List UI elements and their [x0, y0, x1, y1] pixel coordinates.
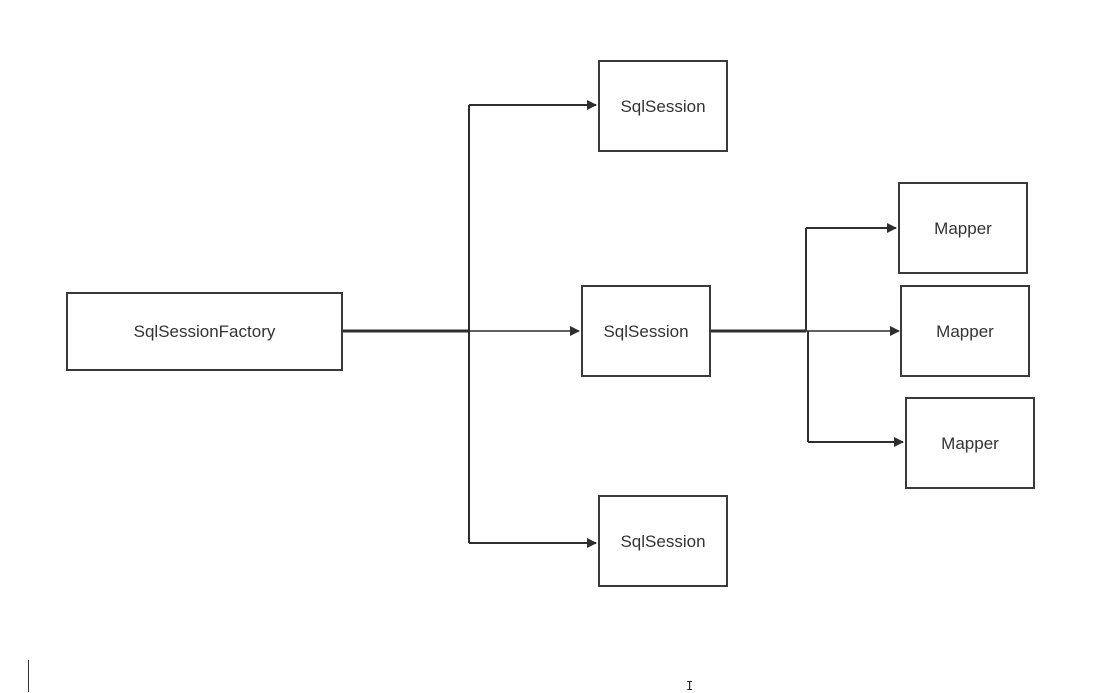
- mapper-label-middle: Mapper: [936, 322, 994, 341]
- factory-label: SqlSessionFactory: [134, 322, 276, 341]
- session-node-middle: SqlSession: [581, 285, 711, 377]
- mapper-label-top: Mapper: [934, 219, 992, 238]
- session-label-bottom: SqlSession: [620, 532, 705, 551]
- factory-connectors: [342, 100, 597, 548]
- factory-box: [66, 292, 343, 371]
- session-label-middle: SqlSession: [603, 322, 688, 341]
- mapper-box-top: [898, 182, 1028, 274]
- ibeam-cursor-icon: I: [686, 679, 694, 693]
- mapper-label-bottom: Mapper: [941, 434, 999, 453]
- factory-node: SqlSessionFactory: [66, 292, 343, 371]
- mapper-node-top: Mapper: [898, 182, 1028, 274]
- session-node-bottom: SqlSession: [598, 495, 728, 587]
- mapper-box-bottom: [905, 397, 1035, 489]
- mapper-node-bottom: Mapper: [905, 397, 1035, 489]
- session-box-middle: [581, 285, 711, 377]
- mapper-node-middle: Mapper: [900, 285, 1030, 377]
- mapper-box-middle: [900, 285, 1030, 377]
- session-label-top: SqlSession: [620, 97, 705, 116]
- session-connectors: [711, 223, 904, 447]
- session-box-top: [598, 60, 728, 152]
- session-box-bottom: [598, 495, 728, 587]
- text-caret: [28, 660, 29, 692]
- session-node-top: SqlSession: [598, 60, 728, 152]
